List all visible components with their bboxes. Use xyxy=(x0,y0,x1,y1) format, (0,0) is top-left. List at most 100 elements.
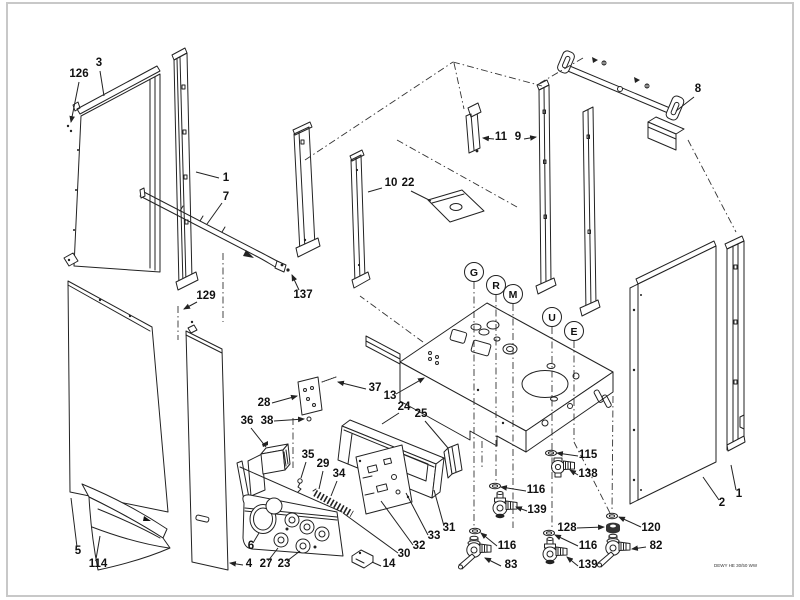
part-label-35: 35 xyxy=(302,449,315,461)
leader-line xyxy=(336,380,367,390)
channel-bracket xyxy=(292,121,321,258)
leader-line xyxy=(433,489,445,527)
part-label-7: 7 xyxy=(223,191,229,203)
panel-3 xyxy=(63,65,161,273)
part-label-32: 32 xyxy=(413,540,426,552)
part-label-6: 6 xyxy=(248,540,254,552)
rail-9 xyxy=(535,79,557,295)
leader-line xyxy=(342,512,399,554)
valves-group xyxy=(458,449,631,570)
part-label-116: 116 xyxy=(527,484,546,496)
part-label-10: 10 xyxy=(385,177,398,189)
leader-line xyxy=(318,470,324,490)
part-label-5: 5 xyxy=(75,545,82,557)
panel-4 xyxy=(185,320,229,571)
part-label-128: 128 xyxy=(557,522,577,534)
bracket-28 xyxy=(297,376,337,422)
leader-line xyxy=(484,557,502,567)
leader-line xyxy=(554,534,579,547)
port-letter-U: U xyxy=(548,312,556,324)
port-circle-G xyxy=(464,262,484,282)
part-label-116: 116 xyxy=(498,540,517,552)
rail-1-right xyxy=(724,235,746,452)
part-label-114: 114 xyxy=(89,558,108,570)
leader-line xyxy=(371,561,382,567)
leader-line xyxy=(99,70,105,97)
port-letter-G: G xyxy=(470,267,478,279)
leader-line xyxy=(300,461,307,479)
panel-5 xyxy=(67,280,169,513)
leader-line xyxy=(273,416,306,423)
part-label-29: 29 xyxy=(317,458,330,470)
part-label-13: 13 xyxy=(384,390,397,402)
leader-line xyxy=(271,394,299,404)
port-letter-M: M xyxy=(509,289,518,301)
part-label-37: 37 xyxy=(369,382,382,394)
leader-line xyxy=(70,497,78,548)
part-label-9: 9 xyxy=(515,131,521,143)
part-label-25: 25 xyxy=(415,408,428,420)
port-circle-M xyxy=(503,284,523,304)
leader-line xyxy=(183,301,198,310)
part-label-22: 22 xyxy=(402,177,415,189)
leader-line xyxy=(702,476,720,501)
part-label-36: 36 xyxy=(241,415,254,427)
part-label-83: 83 xyxy=(505,559,518,571)
part-label-27: 27 xyxy=(260,558,273,570)
spring-29 xyxy=(297,478,354,518)
leader-line xyxy=(228,561,244,567)
leader-line xyxy=(252,532,260,544)
plate-22 xyxy=(427,189,485,223)
part-label-31: 31 xyxy=(443,522,456,534)
part-label-115: 115 xyxy=(579,449,598,461)
part-label-14: 14 xyxy=(383,558,396,570)
part-label-120: 120 xyxy=(641,522,660,534)
leader-line xyxy=(195,171,220,179)
leader-line xyxy=(367,187,383,193)
footer-code: DEWY HE 30/50 WW xyxy=(714,563,758,568)
leader-line xyxy=(730,464,737,491)
bracket-11 xyxy=(465,102,482,154)
leader-line xyxy=(499,485,527,492)
part-label-126: 126 xyxy=(69,68,88,80)
bar-7 xyxy=(139,187,290,273)
panel-2 xyxy=(629,240,717,505)
pcb-33 xyxy=(355,444,413,515)
transformer-36 xyxy=(247,441,291,497)
leader-line xyxy=(395,377,425,395)
leader-line xyxy=(569,469,579,476)
port-circle-R xyxy=(486,275,506,295)
leader-line xyxy=(630,545,647,551)
part-label-24: 24 xyxy=(398,401,411,413)
part-label-33: 33 xyxy=(428,530,441,542)
part-label-82: 82 xyxy=(650,540,663,552)
leader-line xyxy=(291,274,300,291)
leader-line xyxy=(330,480,338,497)
part-label-116: 116 xyxy=(579,540,598,552)
bracket-25 xyxy=(443,443,463,479)
cover-114 xyxy=(81,483,171,571)
part-label-2: 2 xyxy=(719,497,725,509)
part-label-139: 139 xyxy=(578,559,597,571)
part-label-34: 34 xyxy=(333,468,346,480)
part-label-4: 4 xyxy=(246,558,253,570)
leader-line xyxy=(515,506,528,512)
leader-line xyxy=(675,96,695,112)
leader-line xyxy=(250,427,267,448)
part-label-1: 1 xyxy=(736,488,743,500)
leader-line xyxy=(566,556,579,567)
channel-10 xyxy=(349,149,371,289)
leader-line xyxy=(480,532,498,547)
leader-line xyxy=(424,420,449,449)
part-label-138: 138 xyxy=(578,468,598,480)
leader-line xyxy=(69,81,80,124)
chassis-13 xyxy=(365,302,614,453)
part-label-1: 1 xyxy=(223,172,230,184)
part-label-129: 129 xyxy=(196,290,215,302)
leader-line xyxy=(380,500,414,546)
leader-line xyxy=(206,202,223,225)
